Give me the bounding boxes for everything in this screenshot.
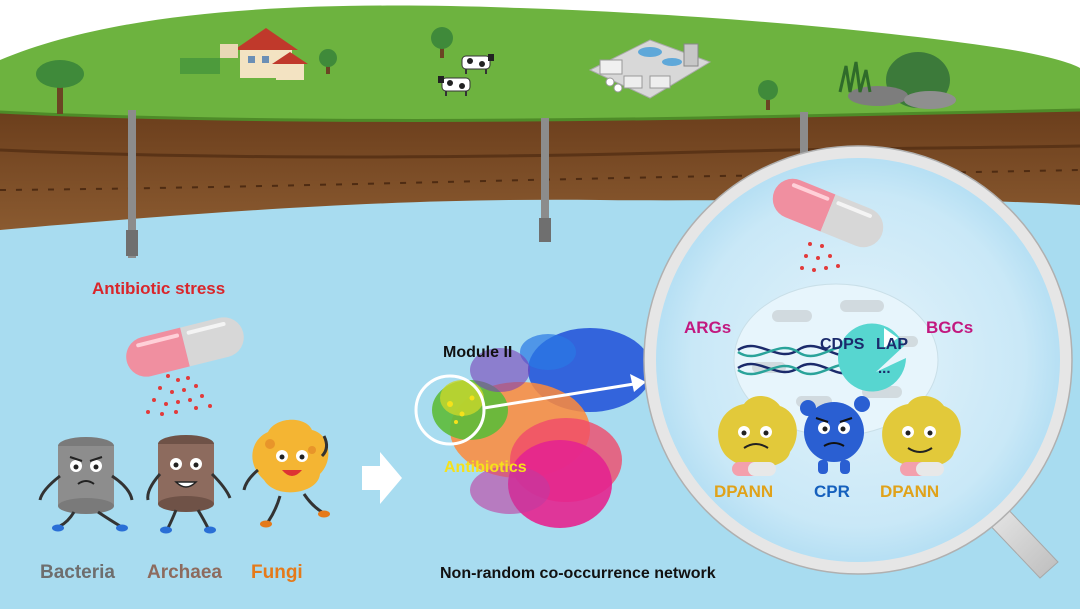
network-caption: Non-random co-occurrence network [440,565,716,582]
dpann-character-left [718,395,797,476]
cow-icon [461,54,494,74]
antibiotic-particles-right [800,242,840,272]
antibiotics-label: Antibiotics [444,459,527,476]
archaea-character [146,435,232,534]
fungi-character [242,419,330,528]
capsule-icon [772,178,884,248]
well-pipe-middle [539,118,551,242]
treatment-plant-icon [588,39,712,99]
tree-icon [36,60,84,114]
tree-icon [319,49,337,74]
fungi-label: Fungi [251,562,303,583]
arrow-right-icon [630,374,646,392]
cow-icon [438,76,471,96]
tree-icon [758,80,778,110]
dpann-label-right: DPANN [880,482,940,501]
soil-layer [0,110,1080,230]
bgc-pacman-icon [838,323,906,392]
dpann-label-left: DPANN [714,482,774,501]
module-ii-label: Module II [443,344,513,361]
cdps-label: CDPS [820,336,865,353]
farmhouse-icon [180,28,308,80]
bacteria-character [38,437,134,532]
dpann-character-right [882,395,961,476]
cpr-character [800,396,870,474]
bacteria-label: Bacteria [40,562,115,583]
antibiotic-stress-label: Antibiotic stress [92,279,226,298]
ellipsis-label: ... [878,360,891,377]
rock-icon [838,52,956,109]
archaea-label: Archaea [147,562,222,583]
tree-icon [431,27,453,58]
antibiotic-particles-left [146,374,212,416]
lap-label: LAP [876,336,908,353]
cpr-label: CPR [814,482,850,501]
zoom-arrow-line [483,382,635,410]
dna-icon [737,344,851,376]
module-ii-highlight-circle [414,374,486,446]
co-occurrence-network [414,328,652,528]
args-label: ARGs [684,318,732,337]
arrow-right-icon [362,452,402,504]
bgcs-label: BGCs [926,318,974,337]
well-pipe-left [126,110,138,258]
capsule-icon [126,317,244,377]
